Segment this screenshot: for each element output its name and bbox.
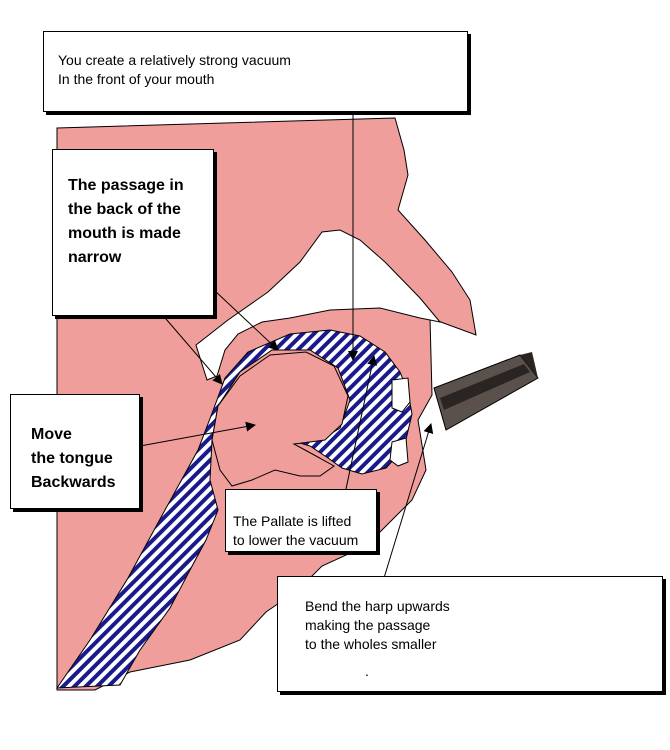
vacuum-callout: You create a relatively strong vacuum In… <box>43 31 468 112</box>
upper-tooth <box>391 377 411 413</box>
passage-arrow-2 <box>213 289 279 351</box>
harp-text-2: making the passage <box>305 617 431 633</box>
tongue-arrow <box>139 421 256 447</box>
tongue-callout: Move the tongue Backwards <box>10 394 140 509</box>
vacuum-text-1: You create a relatively strong vacuum <box>58 52 291 68</box>
airway-passage <box>56 329 413 689</box>
passage-text-4: narrow <box>68 249 122 266</box>
pallate-callout: The Pallate is lifted to lower the vacuu… <box>225 489 377 552</box>
tongue-text-1: Move <box>31 426 72 443</box>
passage-text-3: mouth is made <box>68 225 181 242</box>
tongue <box>211 351 349 487</box>
pallate-text-1: The Pallate is lifted <box>233 513 352 529</box>
harmonica <box>433 352 539 431</box>
pallate-arrow <box>345 355 378 490</box>
harp-text-4: . <box>365 663 369 679</box>
vacuum-text-2: In the front of your mouth <box>58 71 215 87</box>
pallate-text-2: to lower the vacuum <box>233 532 359 548</box>
passage-text-1: The passage in <box>68 177 184 194</box>
tongue-text-3: Backwards <box>31 474 116 491</box>
harp-text-1: Bend the harp upwards <box>305 598 450 614</box>
lower-tooth <box>389 437 409 467</box>
tongue-text-2: the tongue <box>31 450 113 467</box>
harp-arrow <box>383 423 434 579</box>
passage-text-2: the back of the <box>68 201 181 218</box>
passage-arrow-1 <box>159 311 223 385</box>
harp-callout: Bend the harp upwards making the passage… <box>277 576 663 692</box>
passage-callout: The passage in the back of the mouth is … <box>52 149 214 316</box>
nasal-cavity <box>195 229 442 381</box>
harp-text-3: to the wholes smaller <box>305 636 437 652</box>
